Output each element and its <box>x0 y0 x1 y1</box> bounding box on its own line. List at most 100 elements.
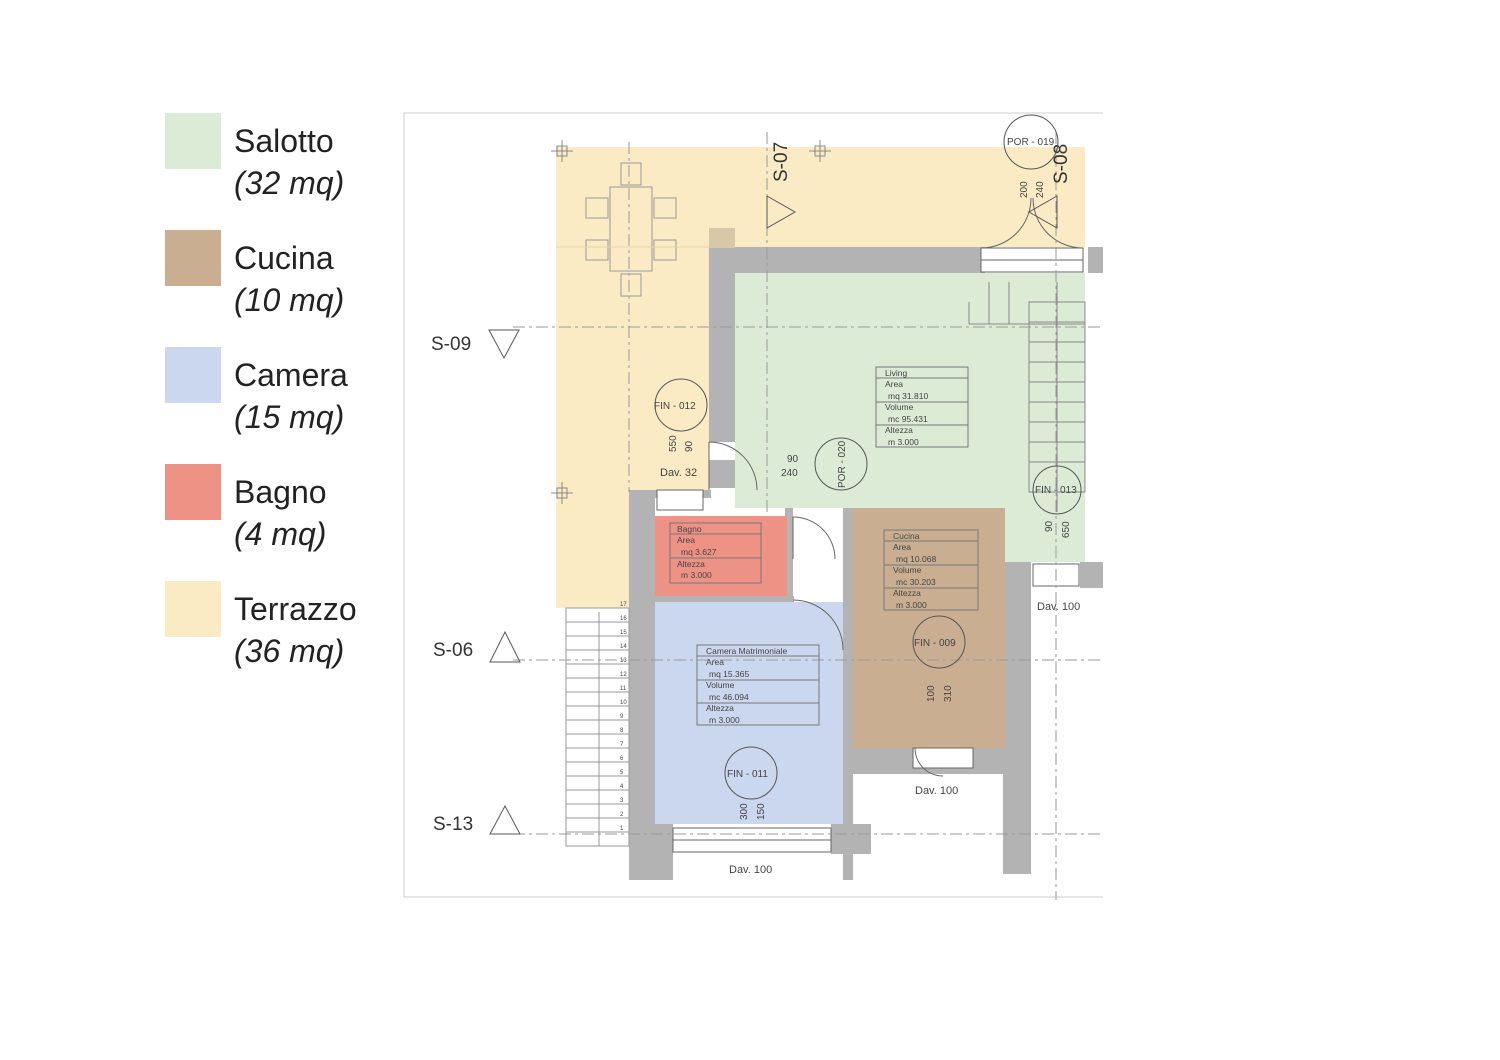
svg-text:m 3.000: m 3.000 <box>888 437 919 447</box>
svg-text:mq 15.365: mq 15.365 <box>709 669 749 679</box>
legend-name-bagno: Bagno <box>234 474 327 510</box>
svg-text:m 3.000: m 3.000 <box>709 715 740 725</box>
legend-area-terrazzo: (36 mq) <box>234 633 345 669</box>
svg-text:mc 95.431: mc 95.431 <box>888 414 928 424</box>
legend-name-cucina: Cucina <box>234 240 334 276</box>
svg-text:10: 10 <box>620 700 627 706</box>
svg-text:8: 8 <box>620 728 624 734</box>
room-living-extension <box>1003 508 1085 562</box>
tag-fin009: FIN - 009 <box>914 638 956 649</box>
svg-text:mc 30.203: mc 30.203 <box>896 577 936 587</box>
windows <box>656 247 1084 853</box>
svg-text:Bagno: Bagno <box>677 524 702 534</box>
section-label-s13: S-13 <box>433 814 473 835</box>
stair-step-numbers: 17 16 15 14 13 12 11 10 9 8 7 6 5 4 3 2 … <box>620 602 627 832</box>
legend-item-camera: Camera (15 mq) <box>165 347 395 464</box>
tag-fin012: FIN - 012 <box>654 401 696 412</box>
svg-text:Area: Area <box>706 657 724 667</box>
svg-text:240: 240 <box>781 468 798 479</box>
svg-text:16: 16 <box>620 616 627 622</box>
room-living <box>735 273 1085 508</box>
svg-text:3: 3 <box>620 798 624 804</box>
svg-text:mc 46.094: mc 46.094 <box>709 692 749 702</box>
svg-text:90: 90 <box>787 454 799 465</box>
tag-por020: POR - 020 <box>837 440 848 488</box>
svg-text:Camera Matrimoniale: Camera Matrimoniale <box>706 646 788 656</box>
doors <box>708 197 1084 777</box>
room-tag-bagno <box>669 522 762 584</box>
svg-text:90: 90 <box>1044 520 1055 532</box>
section-markers <box>488 195 1058 835</box>
davanzali: Dav. 32 Dav. 100 Dav. 100 Dav. 100 <box>660 467 1080 876</box>
legend-item-cucina: Cucina (10 mq) <box>165 230 395 347</box>
svg-text:Volume: Volume <box>706 680 735 690</box>
svg-text:Living: Living <box>885 368 907 378</box>
room-camera <box>655 602 843 824</box>
legend-name-terrazzo: Terrazzo <box>234 591 357 627</box>
svg-text:Area: Area <box>677 535 695 545</box>
svg-text:Altezza: Altezza <box>706 703 734 713</box>
svg-text:17: 17 <box>620 602 627 608</box>
room-terrazzo <box>556 147 1085 608</box>
svg-text:9: 9 <box>620 714 624 720</box>
svg-text:6: 6 <box>620 756 624 762</box>
legend: Salotto (32 mq) Cucina (10 mq) Camera (1… <box>165 113 395 698</box>
room-bagno <box>655 516 787 596</box>
svg-text:7: 7 <box>620 742 624 748</box>
room-tag-cucina <box>883 529 979 611</box>
legend-name-camera: Camera <box>234 357 348 393</box>
svg-text:550: 550 <box>668 435 679 452</box>
svg-text:2: 2 <box>620 812 624 818</box>
exterior-stair <box>565 607 630 847</box>
svg-text:650: 650 <box>1061 521 1072 538</box>
svg-text:14: 14 <box>620 644 627 650</box>
floor-plan: 17 16 15 14 13 12 11 10 9 8 7 6 5 4 3 2 … <box>403 112 1103 900</box>
svg-text:Dav. 32: Dav. 32 <box>660 467 697 479</box>
svg-text:1: 1 <box>620 826 624 832</box>
svg-text:Dav. 100: Dav. 100 <box>729 864 772 876</box>
svg-text:mq 10.068: mq 10.068 <box>896 554 936 564</box>
section-label-s07: S-07 <box>771 142 792 182</box>
room-tag-living <box>875 366 969 448</box>
svg-text:Area: Area <box>885 379 903 389</box>
svg-text:240: 240 <box>1035 181 1046 198</box>
svg-text:12: 12 <box>620 672 627 678</box>
svg-text:150: 150 <box>756 803 767 820</box>
svg-text:mq 31.810: mq 31.810 <box>888 391 928 401</box>
svg-text:310: 310 <box>943 685 954 702</box>
dining-table <box>585 162 677 297</box>
interior-stair <box>968 282 1086 512</box>
room-tag-camera <box>696 644 820 726</box>
section-labels: S-09 S-06 S-13 S-07 S-08 <box>431 142 1072 835</box>
section-label-s09: S-09 <box>431 334 471 355</box>
svg-text:Altezza: Altezza <box>677 559 705 569</box>
legend-area-salotto: (32 mq) <box>234 165 345 201</box>
svg-text:m 3.000: m 3.000 <box>681 570 712 580</box>
legend-item-terrazzo: Terrazzo (36 mq) <box>165 581 395 698</box>
svg-text:Cucina: Cucina <box>893 531 920 541</box>
svg-text:Volume: Volume <box>893 565 922 575</box>
legend-area-camera: (15 mq) <box>234 399 345 435</box>
tag-por019: POR - 019 <box>1007 137 1055 148</box>
svg-text:m 3.000: m 3.000 <box>896 600 927 610</box>
legend-item-bagno: Bagno (4 mq) <box>165 464 395 581</box>
room-cucina <box>853 508 1005 748</box>
svg-text:300: 300 <box>739 803 750 820</box>
svg-text:Dav. 100: Dav. 100 <box>915 785 958 797</box>
svg-text:4: 4 <box>620 784 624 790</box>
legend-swatch-terrazzo <box>165 581 221 637</box>
legend-swatch-salotto <box>165 113 221 169</box>
section-label-s06: S-06 <box>433 640 473 661</box>
column-markers <box>551 140 831 504</box>
section-label-s08: S-08 <box>1051 144 1072 184</box>
walls <box>629 228 1103 880</box>
tag-fin013: FIN - 013 <box>1035 485 1077 496</box>
svg-text:Volume: Volume <box>885 402 914 412</box>
svg-text:5: 5 <box>620 770 624 776</box>
legend-name-salotto: Salotto <box>234 123 334 159</box>
svg-text:100: 100 <box>926 685 937 702</box>
svg-text:15: 15 <box>620 630 627 636</box>
svg-text:Altezza: Altezza <box>885 425 913 435</box>
svg-text:13: 13 <box>620 658 627 664</box>
legend-swatch-camera <box>165 347 221 403</box>
